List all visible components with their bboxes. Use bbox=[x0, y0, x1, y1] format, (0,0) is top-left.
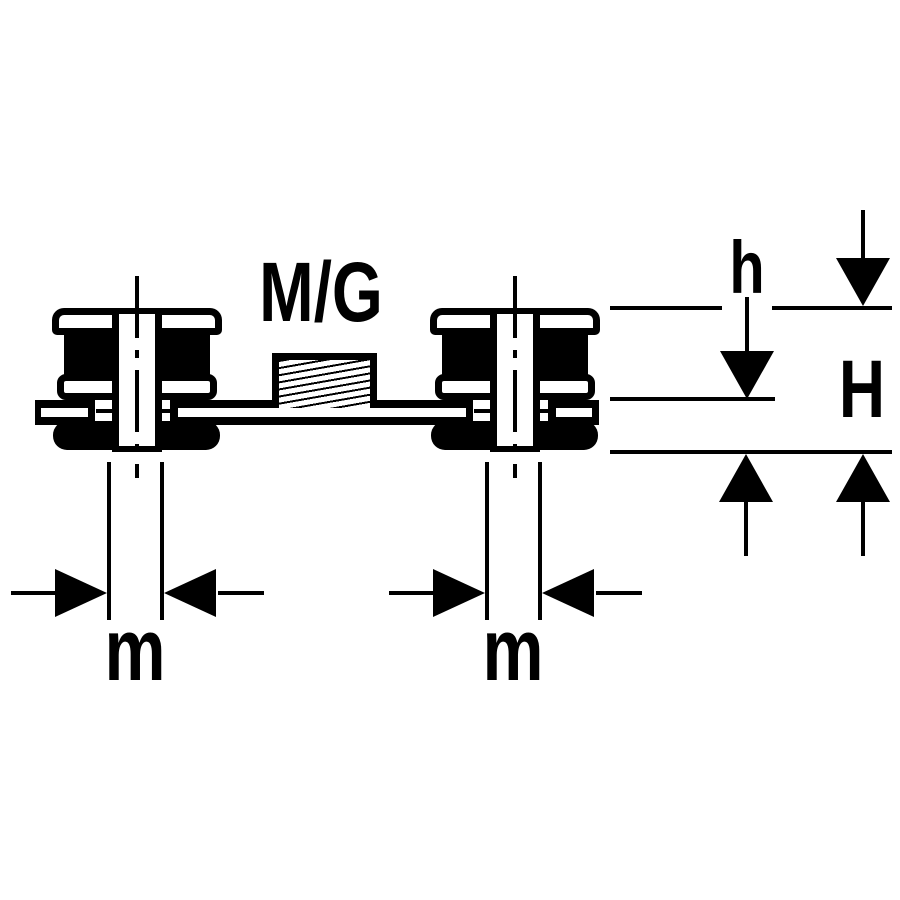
clamp-left-slot-line-right bbox=[162, 409, 170, 413]
dim-H-label: H bbox=[838, 344, 886, 435]
clamp-left-slot-wall-right bbox=[170, 399, 178, 425]
dim-m-right-leader-right bbox=[596, 591, 642, 595]
dim-m-left-label: m bbox=[104, 600, 166, 699]
dim-m-left-arrow-right-icon bbox=[55, 569, 107, 617]
dim-H-arrow-down-icon bbox=[836, 258, 890, 306]
clamp-right-slot-wall-left bbox=[466, 399, 473, 425]
dim-h-arrow-down-icon bbox=[720, 351, 774, 399]
dim-m-left-arrow-left-icon bbox=[164, 569, 216, 617]
dim-H-arrow-bottom-shaft bbox=[861, 500, 865, 556]
dim-m-right-extension-line-right bbox=[538, 462, 542, 620]
clamp-right-slot-line-left bbox=[474, 409, 490, 413]
dim-h-label: h bbox=[729, 226, 765, 309]
dim-m-left-leader-right bbox=[218, 591, 264, 595]
clamp-right-slot-wall-right bbox=[548, 399, 556, 425]
dim-m-right-arrow-left-icon bbox=[542, 569, 594, 617]
dim-m-right-extension-line-left bbox=[485, 462, 489, 620]
threaded-boss bbox=[272, 353, 377, 408]
dim-m-left-leader-left bbox=[11, 591, 56, 595]
dim-h-arrow-bottom-shaft bbox=[744, 500, 748, 556]
dim-m-left-extension-line-right bbox=[160, 462, 164, 620]
dim-line-base bbox=[610, 450, 892, 454]
dim-m-right-arrow-right-icon bbox=[433, 569, 485, 617]
dim-line-top-left-segment bbox=[610, 306, 722, 310]
thread-type-label: M/G bbox=[259, 245, 383, 339]
dim-H-arrow-top-shaft bbox=[861, 210, 865, 260]
dim-h-arrow-up-icon bbox=[719, 454, 773, 502]
dim-line-rail-top bbox=[610, 397, 775, 401]
clamp-left-slot-line-left bbox=[96, 409, 112, 413]
dim-h-arrow-shaft bbox=[745, 297, 749, 353]
dim-line-top-right-segment bbox=[772, 306, 892, 310]
dim-m-right-leader-left bbox=[389, 591, 434, 595]
clamp-right-slot-line-right bbox=[540, 409, 548, 413]
clamp-left-centerline bbox=[135, 276, 139, 478]
dim-m-right-label: m bbox=[482, 600, 544, 699]
clamp-left-slot-wall-left bbox=[88, 399, 95, 425]
dim-H-arrow-up-icon bbox=[836, 454, 890, 502]
dim-m-left-extension-line-left bbox=[107, 462, 111, 620]
clamp-right-centerline bbox=[513, 276, 517, 478]
